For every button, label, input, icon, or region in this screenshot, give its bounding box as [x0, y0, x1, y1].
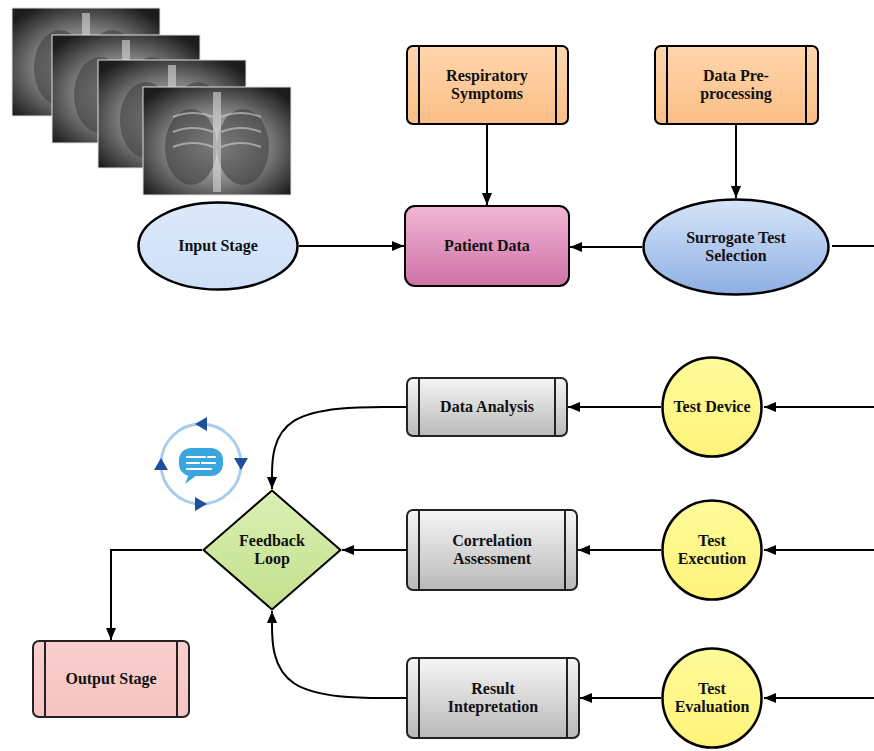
node-label: Test Execution	[671, 532, 753, 569]
test-circle: Test Evaluation	[661, 647, 763, 749]
flow-arrow	[580, 697, 661, 699]
flow-arrow	[299, 245, 404, 247]
process-box: Data Pre- processing	[654, 45, 819, 125]
process-box: Result Intepretation	[406, 657, 580, 739]
flow-arrow	[568, 406, 661, 408]
node-label: Feedback Loop	[233, 532, 311, 569]
input-box: Respiratory Symptoms	[406, 45, 569, 125]
decision-diamond: Feedback Loop	[202, 489, 342, 611]
node-label: Patient Data	[444, 237, 530, 255]
node-label: Result Intepretation	[426, 680, 560, 717]
test-circle: Test Device	[661, 356, 763, 458]
flow-arrow	[342, 549, 406, 551]
flow-arrow	[272, 611, 406, 698]
node-label: Correlation Assessment	[426, 532, 558, 569]
flow-arrow	[735, 125, 737, 198]
test-circle: Test Execution	[661, 499, 763, 601]
flow-arrow	[111, 550, 202, 640]
node-label: Data Analysis	[440, 398, 534, 416]
node-label: Surrogate Test Selection	[668, 229, 803, 266]
start-ellipse: Input Stage	[137, 201, 299, 291]
node-label: Respiratory Symptoms	[426, 67, 549, 104]
node-label: Test Evaluation	[671, 680, 753, 717]
selection-ellipse: Surrogate Test Selection	[642, 198, 830, 296]
flow-arrow	[272, 407, 406, 489]
node-label: Input Stage	[178, 237, 258, 255]
data-box: Patient Data	[404, 205, 570, 287]
feedback-icon	[154, 417, 248, 511]
xray-image	[143, 87, 291, 195]
process-box: Correlation Assessment	[406, 509, 578, 591]
flow-arrow	[578, 549, 661, 551]
xray-stack	[12, 8, 291, 195]
offpage-wire	[764, 246, 874, 698]
node-label: Output Stage	[65, 670, 156, 688]
node-label: Test Device	[673, 398, 750, 416]
process-box: Data Analysis	[406, 377, 568, 437]
output-box: Output Stage	[32, 640, 190, 718]
node-label: Data Pre- processing	[674, 67, 799, 104]
flow-arrow	[570, 246, 642, 248]
flow-arrow	[486, 125, 488, 205]
